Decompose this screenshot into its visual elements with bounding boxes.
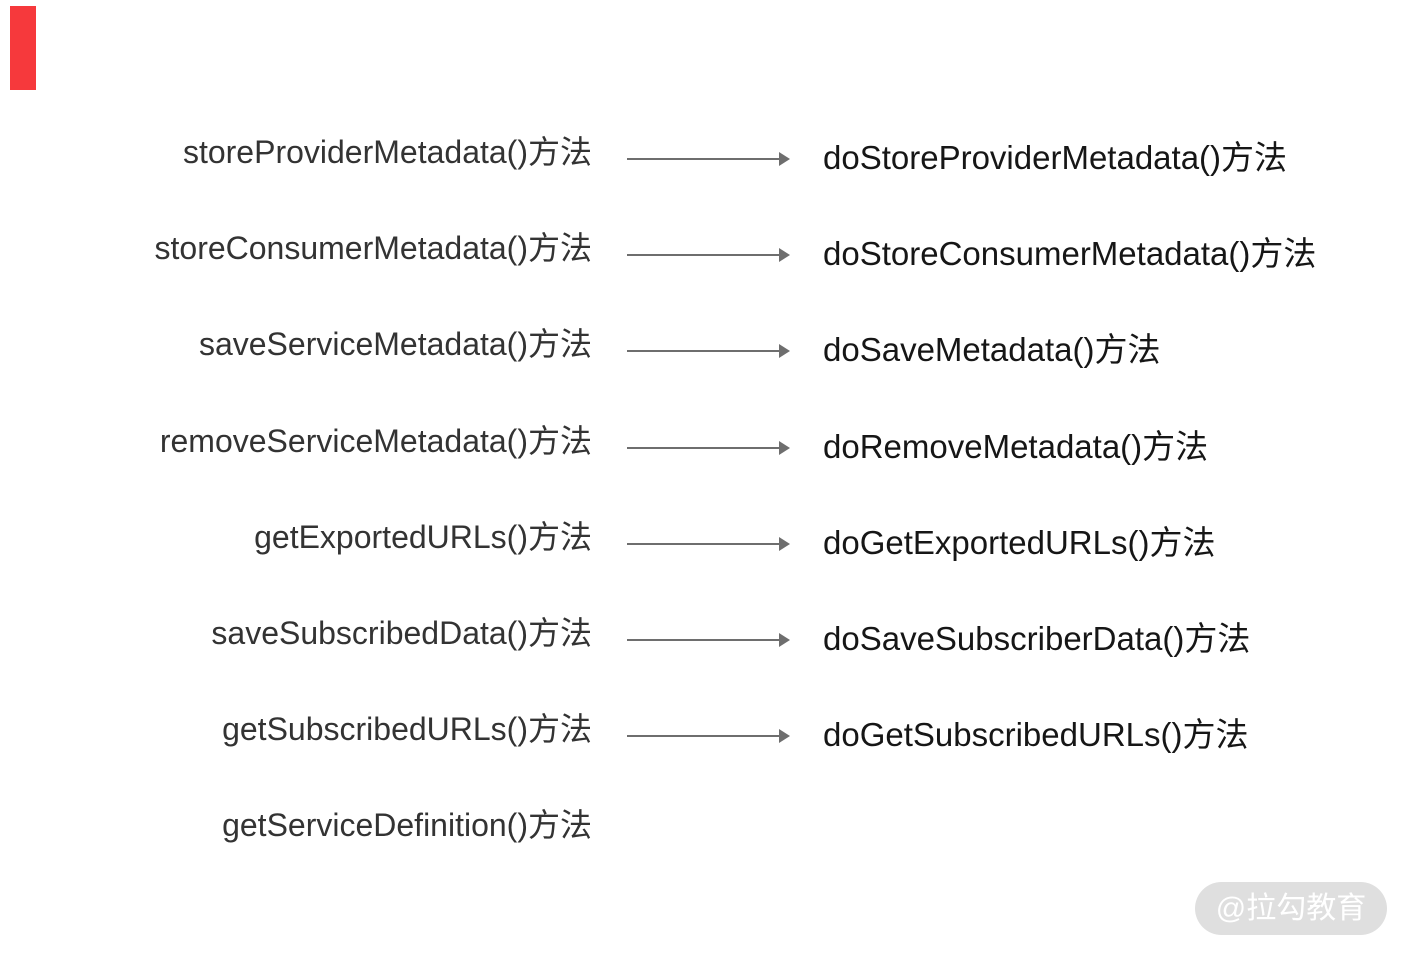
arrow-shaft bbox=[627, 735, 779, 737]
mapping-row: storeProviderMetadata()方法 doStoreProvide… bbox=[0, 128, 1412, 176]
arrow-head bbox=[779, 344, 790, 358]
method-label-left: getExportedURLs()方法 bbox=[254, 519, 592, 555]
mapping-row: getExportedURLs()方法 doGetExportedURLs()方… bbox=[0, 513, 1412, 561]
arrow-right-icon bbox=[627, 633, 790, 647]
mapping-row: saveSubscribedData()方法 doSaveSubscriberD… bbox=[0, 609, 1412, 657]
arrow-shaft bbox=[627, 639, 779, 641]
method-label-right: doSaveMetadata()方法 bbox=[823, 331, 1161, 368]
arrow-head bbox=[779, 441, 790, 455]
method-label-right: doSaveSubscriberData()方法 bbox=[823, 620, 1251, 657]
method-label-left: saveSubscribedData()方法 bbox=[211, 615, 592, 651]
arrow-right-icon bbox=[627, 248, 790, 262]
mapping-row: getServiceDefinition()方法 bbox=[0, 801, 1412, 849]
mapping-row: storeConsumerMetadata()方法 doStoreConsume… bbox=[0, 224, 1412, 272]
watermark-text: @拉勾教育 bbox=[1215, 892, 1367, 925]
arrow-shaft bbox=[627, 158, 779, 160]
arrow-shaft bbox=[627, 543, 779, 545]
arrow-right-icon bbox=[627, 344, 790, 358]
arrow-head bbox=[779, 248, 790, 262]
arrow-head bbox=[779, 729, 790, 743]
arrow-head bbox=[779, 537, 790, 551]
arrow-right-icon bbox=[627, 152, 790, 166]
arrow-right-icon bbox=[627, 729, 790, 743]
mapping-row: saveServiceMetadata()方法 doSaveMetadata()… bbox=[0, 320, 1412, 368]
method-label-left: removeServiceMetadata()方法 bbox=[159, 423, 592, 459]
method-label-right: doRemoveMetadata()方法 bbox=[823, 428, 1209, 465]
arrow-right-icon bbox=[627, 441, 790, 455]
method-label-left: storeConsumerMetadata()方法 bbox=[154, 230, 593, 266]
method-label-left: getServiceDefinition()方法 bbox=[222, 807, 592, 843]
method-label-right: doGetSubscribedURLs()方法 bbox=[823, 716, 1249, 753]
mapping-row: removeServiceMetadata()方法 doRemoveMetada… bbox=[0, 417, 1412, 465]
arrow-shaft bbox=[627, 254, 779, 256]
watermark-badge: @拉勾教育 bbox=[1195, 882, 1387, 935]
arrow-right-icon bbox=[627, 537, 790, 551]
arrow-head bbox=[779, 633, 790, 647]
mapping-row: getSubscribedURLs()方法 doGetSubscribedURL… bbox=[0, 705, 1412, 753]
method-label-right: doGetExportedURLs()方法 bbox=[823, 524, 1216, 561]
method-label-left: storeProviderMetadata()方法 bbox=[182, 134, 592, 170]
method-label-right: doStoreProviderMetadata()方法 bbox=[823, 139, 1288, 176]
method-label-left: getSubscribedURLs()方法 bbox=[222, 711, 592, 747]
arrow-shaft bbox=[627, 350, 779, 352]
method-label-right: doStoreConsumerMetadata()方法 bbox=[823, 235, 1317, 272]
red-corner-marker bbox=[10, 6, 36, 90]
arrow-head bbox=[779, 152, 790, 166]
method-label-left: saveServiceMetadata()方法 bbox=[198, 326, 592, 362]
arrow-shaft bbox=[627, 447, 779, 449]
